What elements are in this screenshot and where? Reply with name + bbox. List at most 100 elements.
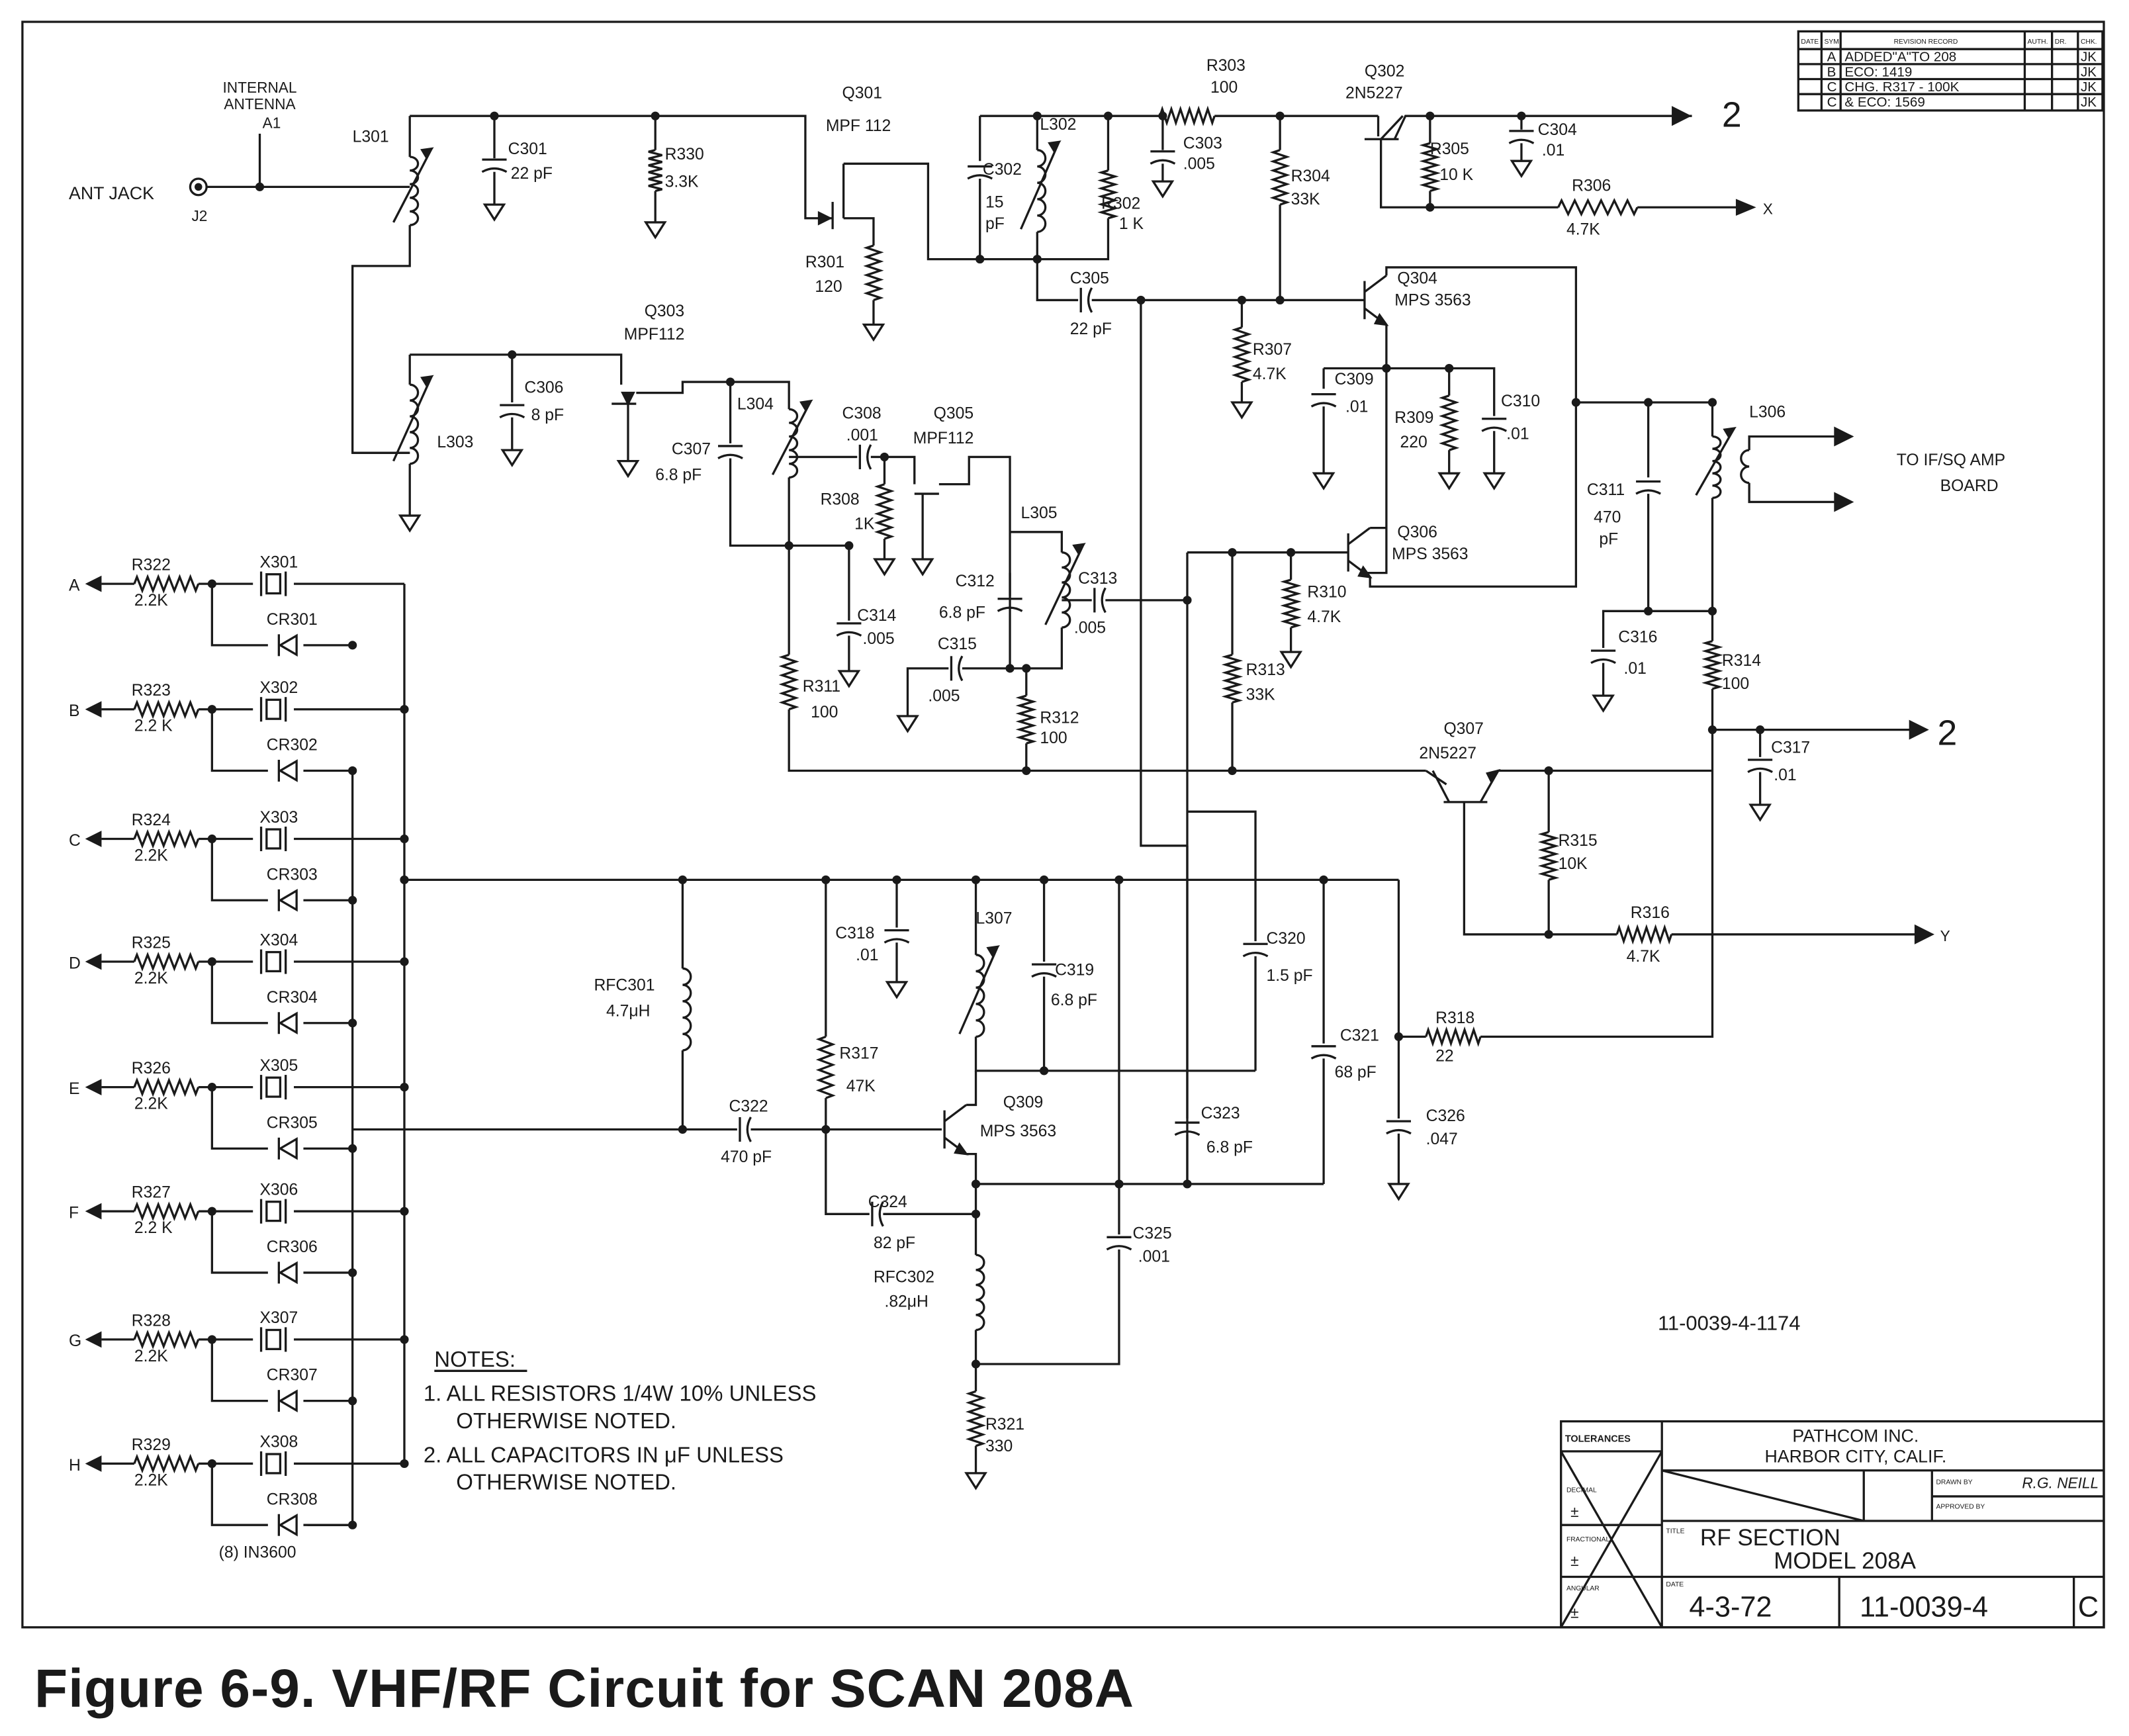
C325-label: C325 [1133,1224,1172,1242]
channel-diode [277,1513,298,1537]
channel-crystal [259,826,287,852]
C319-label: C319 [1055,962,1094,980]
channel-f-label: F [69,1204,79,1222]
revision-sym: A [1827,50,1836,65]
C308-value: .001 [846,427,878,445]
R303-resistor [1159,105,1216,126]
R301-label: R301 [805,253,844,271]
channel-diode [277,759,298,782]
channel-crystal-ref: X307 [260,1309,298,1327]
Q307-value: 2N5227 [1419,745,1476,762]
R310-label: R310 [1307,584,1346,602]
L306-secondary [1740,449,1750,484]
R318-label: R318 [1435,1009,1474,1027]
channel-d-label: D [69,954,81,972]
junction-dot [1287,548,1296,557]
junction-dot [207,579,216,588]
C323-cap [1174,1121,1200,1136]
channel-arrow [85,953,102,970]
revision-chk: JK [2081,64,2097,79]
output-x: X [1763,201,1773,218]
C307-cap [717,445,743,459]
ant-jack-pin [194,183,203,191]
RFC301-choke [682,967,692,1052]
wire [1602,498,1714,648]
C317-cap [1747,758,1773,773]
channel-resistor [133,829,200,849]
antenna-name: INTERNAL [222,79,296,96]
note-line: 2. ALL CAPACITORS IN μF UNLESS [424,1442,784,1467]
channel-resistor [133,1330,200,1349]
revision-chk: JK [2081,50,2097,65]
R316-label: R316 [1631,904,1670,922]
drawn-label: DRAWN BY [1936,1479,1972,1486]
channel-resistor [133,1201,200,1221]
channel-diode-ref: CR306 [267,1238,318,1256]
C325-value: .001 [1138,1248,1170,1265]
C320-cap [1242,942,1269,958]
drawn-by: R.G. NEILL [2022,1475,2099,1492]
channel-crystal [259,1199,287,1224]
note-line: OTHERWISE NOTED. [456,1470,676,1494]
R307-resistor [1231,326,1252,383]
R313-label: R313 [1246,661,1285,679]
notes-heading: NOTES: [434,1347,516,1371]
C315-label: C315 [938,635,977,653]
R312-resistor [1015,694,1037,745]
R306-resistor [1557,198,1639,217]
tb-cross [1560,1451,1663,1628]
channel-resistor-value: 2.2K [134,970,168,987]
Q302-label: Q302 [1365,62,1404,80]
wire [966,1152,977,1184]
revision-header: REVISION RECORD [1894,38,1958,46]
channel-c-label: C [69,832,81,850]
C302-label: C302 [983,161,1022,179]
wire [788,709,1426,772]
drawing-number: 11-0039-4 [1860,1591,1988,1623]
R304-value: 33K [1291,191,1320,208]
L304-label: L304 [737,395,774,413]
R304-label: R304 [1291,167,1330,185]
R303-value: 100 [1210,79,1238,97]
Q304-value: MPS 3563 [1394,292,1471,310]
channel-resistor-value: 2.2K [134,592,168,610]
channel-diode [277,1137,298,1160]
channel-resistor-ref: R322 [132,557,171,574]
figure-caption: Figure 6-9. VHF/RF Circuit for SCAN 208A [34,1659,1135,1719]
Q307-label: Q307 [1443,720,1483,738]
revision-sym: C [1827,79,1837,95]
channel-crystal-ref: X304 [260,931,298,949]
output-arrow [1914,924,1934,944]
ground-symbol [1312,472,1336,490]
C306-cap [499,404,525,419]
date-label: DATE [1666,1581,1684,1588]
Q307-arrow [1486,768,1501,784]
revision-header: DATE [1801,38,1819,46]
company-city: HARBOR CITY, CALIF. [1764,1446,1946,1466]
revision-text: & ECO: 1569 [1844,95,1925,110]
C320-label: C320 [1267,930,1306,948]
C308-cap [858,444,872,470]
C305-value: 22 pF [1070,320,1112,338]
wire [1748,482,1835,504]
L301-coil [392,147,434,226]
channel-diode [277,1261,298,1285]
revision-text: ECO: 1419 [1844,64,1912,79]
C322-label: C322 [729,1098,768,1116]
C303-cap [1150,150,1176,165]
channel-diode-ref: CR307 [267,1367,318,1385]
ground-symbol [885,981,909,999]
R308-value: 1K [854,516,875,533]
revision-text: ADDED"A"TO 208 [1844,50,1956,65]
channel-diode-ref: CR304 [267,989,318,1007]
wire [938,455,1011,668]
L303-coil [392,375,434,465]
channel-resistor [133,574,200,594]
C318-value: .01 [856,946,878,964]
channel-diode [277,888,298,912]
wire [210,1339,268,1402]
R314-value: 100 [1722,675,1749,693]
R314-resistor [1701,640,1723,690]
ground-symbol [911,558,934,576]
channel-resistor-ref: R328 [132,1312,171,1330]
